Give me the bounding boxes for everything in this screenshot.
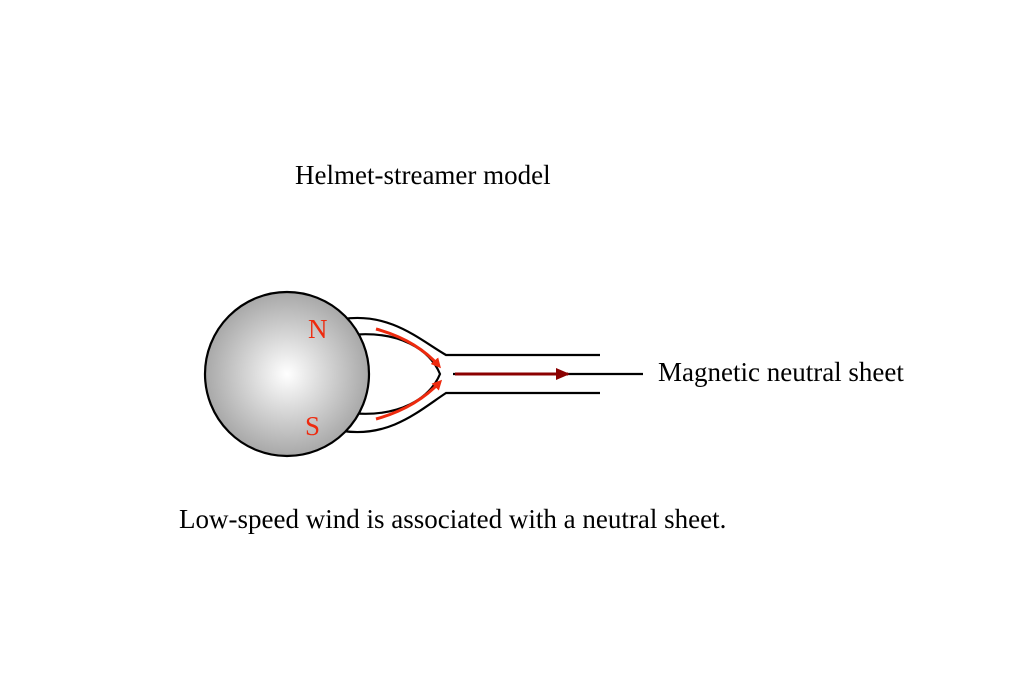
- outer-field-line: [342, 316, 600, 434]
- inner-field-loop: [349, 333, 442, 415]
- neutral-sheet-label: Magnetic neutral sheet: [658, 357, 904, 387]
- sun-sphere: [203, 290, 371, 458]
- diagram-caption: Low-speed wind is associated with a neut…: [179, 504, 727, 534]
- diagram-title: Helmet-streamer model: [295, 160, 551, 190]
- south-pole-label: S: [305, 411, 321, 441]
- north-pole-label: N: [308, 314, 328, 344]
- field-arrow-north: [375, 327, 441, 369]
- field-arrow-south: [375, 379, 443, 421]
